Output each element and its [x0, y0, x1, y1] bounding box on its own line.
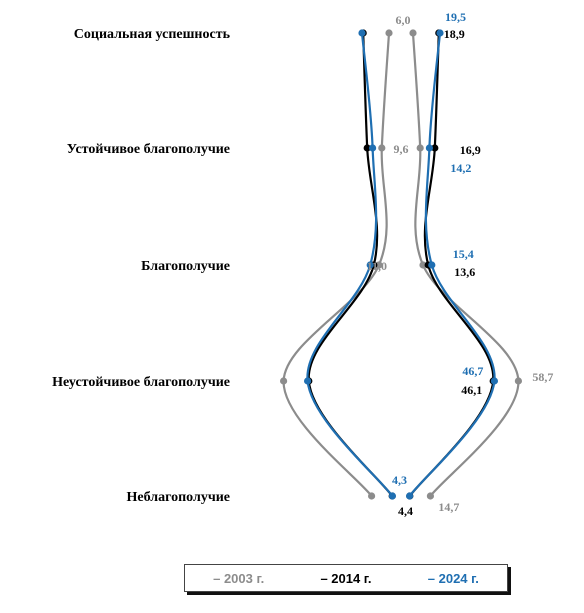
data-label: 46,7: [462, 364, 483, 378]
category-label: Социальная успешность: [74, 27, 231, 42]
data-point: [375, 261, 383, 269]
data-point: [280, 377, 288, 385]
legend-item-2024: – 2024 г.: [427, 570, 479, 586]
series-line-left: [282, 32, 391, 497]
data-point: [425, 144, 433, 152]
data-label: 14,7: [438, 500, 459, 514]
data-point: [436, 29, 444, 37]
legend-item-2014: – 2014 г.: [320, 570, 372, 586]
data-point: [358, 29, 366, 37]
data-point: [378, 144, 386, 152]
data-point: [419, 261, 427, 269]
data-label: 14,2: [450, 161, 471, 175]
data-label: 58,7: [532, 370, 553, 384]
data-label: 11,0: [367, 259, 387, 273]
data-point: [369, 144, 377, 152]
data-label: 4,4: [398, 504, 413, 518]
data-point: [428, 261, 436, 269]
data-point: [406, 492, 414, 500]
series-line-right: [408, 32, 496, 497]
data-point: [490, 377, 498, 385]
data-label: 9,6: [394, 142, 409, 156]
category-label: Благополучие: [141, 259, 230, 274]
data-point: [431, 144, 439, 152]
data-point: [416, 144, 424, 152]
category-label: Неблагополучие: [126, 490, 230, 505]
data-point: [426, 492, 434, 500]
data-point: [304, 377, 312, 385]
data-point: [388, 492, 396, 500]
category-label: Неустойчивое благополучие: [52, 375, 230, 390]
data-label: 4,3: [392, 473, 407, 487]
category-label: Устойчивое благополучие: [67, 142, 230, 157]
data-label: 18,9: [444, 27, 465, 41]
legend-item-2003: – 2003 г.: [213, 570, 265, 586]
data-label: 16,9: [460, 143, 481, 157]
data-label: 15,4: [453, 247, 474, 261]
legend: – 2003 г. – 2014 г. – 2024 г.: [184, 564, 508, 592]
series-line-left: [306, 32, 394, 497]
data-point: [366, 261, 374, 269]
data-point: [363, 144, 371, 152]
data-point: [385, 29, 393, 37]
data-label: 13,6: [454, 265, 475, 279]
data-point: [514, 377, 523, 385]
data-label: 6,0: [396, 13, 411, 27]
data-label: 46,1: [461, 383, 482, 397]
data-point: [409, 29, 417, 37]
data-label: 19,5: [445, 10, 466, 24]
data-point: [368, 492, 376, 500]
series-line-right: [411, 32, 520, 497]
